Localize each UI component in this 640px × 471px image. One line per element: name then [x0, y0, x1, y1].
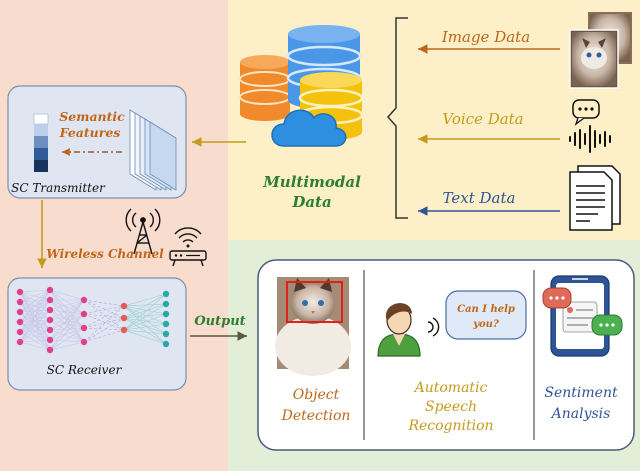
- network-node: [46, 286, 54, 294]
- voice-waveform-icon: [569, 99, 611, 153]
- left-panel: [0, 0, 228, 471]
- speech-bubble-text-2: you?: [472, 319, 499, 330]
- network-node: [16, 328, 24, 336]
- sc-transmitter: Semantic Features SC Transmitter: [7, 85, 187, 199]
- network-node: [16, 318, 24, 326]
- cloud-icon: [271, 109, 347, 147]
- asr-label-1: Automatic: [413, 380, 488, 396]
- multimodal-label-1: Multimodal: [262, 173, 361, 191]
- multimodal-label-2: Data: [291, 193, 331, 211]
- network-node: [16, 338, 24, 346]
- text-data-label: Text Data: [443, 189, 516, 207]
- network-node: [46, 346, 54, 354]
- network-node: [80, 296, 88, 304]
- network-node: [46, 336, 54, 344]
- network-node: [162, 300, 170, 308]
- speech-bubble: [445, 290, 527, 340]
- network-node: [46, 326, 54, 334]
- output-label: Output: [194, 314, 245, 329]
- network-node: [46, 316, 54, 324]
- object-detection-label-1: Object: [293, 387, 340, 403]
- sentiment-label-2: Analysis: [550, 406, 611, 422]
- network-node: [46, 306, 54, 314]
- network-node: [162, 290, 170, 298]
- data-brace: [386, 17, 408, 219]
- network-node: [120, 302, 128, 310]
- network-node: [46, 296, 54, 304]
- receiver-neural-net-icon: [16, 286, 170, 354]
- sc-receiver-title: SC Receiver: [47, 363, 123, 377]
- speaker-person-icon: [377, 303, 440, 357]
- tasks-panel: [257, 259, 635, 451]
- feature-stack-icon: [33, 113, 49, 172]
- network-node: [120, 314, 128, 322]
- asr-label-2: Speech: [425, 399, 477, 415]
- network-node: [80, 310, 88, 318]
- detection-bounding-box: [286, 281, 343, 323]
- wireless-channel-label: Wireless Channel: [46, 247, 164, 261]
- asr-label-3: Recognition: [407, 418, 493, 434]
- semantic-features-label-1: Semantic: [59, 109, 125, 124]
- network-node: [162, 330, 170, 338]
- object-detection-label-2: Detection: [281, 408, 351, 424]
- sentiment-label-1: Sentiment: [544, 385, 618, 401]
- voice-data-label: Voice Data: [442, 110, 523, 128]
- wifi-router-icon: [169, 227, 207, 267]
- sc-transmitter-title: SC Transmitter: [11, 181, 106, 195]
- network-node: [80, 324, 88, 332]
- network-node: [120, 326, 128, 334]
- green-chat-bubble-icon: [591, 314, 623, 336]
- network-node: [162, 310, 170, 318]
- antenna-tower-icon: [125, 208, 161, 255]
- image-data-label: Image Data: [441, 28, 530, 46]
- sc-receiver: SC Receiver: [7, 277, 187, 391]
- speech-bubble-text-1: Can I help: [457, 304, 515, 315]
- network-node: [162, 320, 170, 328]
- semantic-features-label-2: Features: [59, 125, 121, 140]
- network-node: [80, 338, 88, 346]
- cnn-feature-maps-icon: [129, 109, 177, 191]
- network-node: [162, 340, 170, 348]
- red-chat-bubble-icon: [542, 287, 572, 309]
- network-node: [16, 288, 24, 296]
- network-node: [16, 308, 24, 316]
- network-node: [16, 298, 24, 306]
- image-data-thumbnails: [569, 12, 632, 89]
- text-document-icon: [569, 165, 621, 231]
